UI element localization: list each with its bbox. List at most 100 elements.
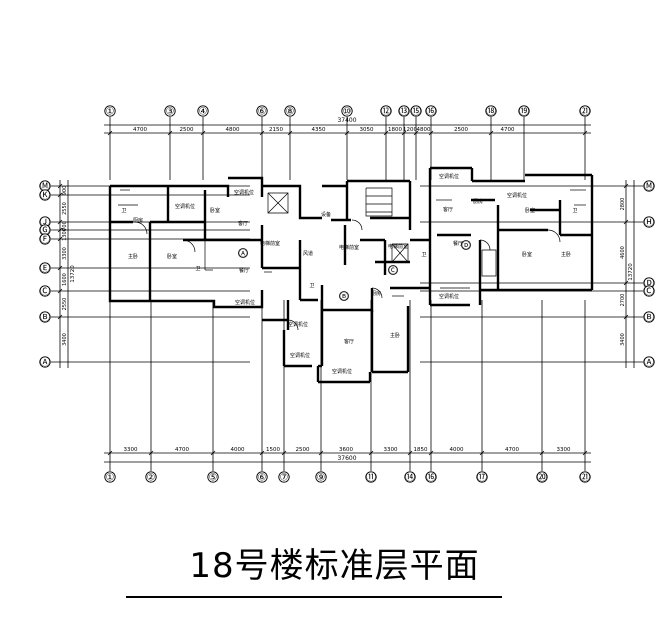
dim-top-seg-9: 4800 xyxy=(417,127,431,133)
room-labels: 主卧卧室卫卫厨房空调机位卧室空调机位客厅餐厅空调机位电梯前室风道设备电梯前室电梯… xyxy=(121,173,577,375)
room-label-bath: 卫 xyxy=(421,252,426,258)
dim-left-tick xyxy=(57,265,63,271)
unit-bubble-circle xyxy=(388,265,398,275)
door-swing xyxy=(134,221,148,235)
room-label-living: 客厅 xyxy=(238,220,248,227)
axis-left-1: Ⓜ xyxy=(40,181,50,193)
unit-bubble-3: Ⓒ xyxy=(389,266,397,275)
door-swing xyxy=(547,229,561,243)
room-label-bedroom: 卧室 xyxy=(167,253,177,260)
door-swing xyxy=(182,239,196,253)
dim-top-tick xyxy=(428,130,434,136)
axis-bottom-1: ① xyxy=(106,473,115,484)
room-label-elevator_hall: 电梯前室 xyxy=(388,243,408,250)
axis-left-9: Ⓐ xyxy=(40,357,50,369)
dim-top-seg-8: 1200 xyxy=(403,127,417,133)
axis-bottom-6-circle xyxy=(315,471,327,483)
fixture-line xyxy=(365,187,393,217)
dim-left-seg-1: 900 xyxy=(62,186,68,196)
room-label-aircon: 空调机位 xyxy=(288,321,308,328)
axis-right-2-circle xyxy=(643,216,655,228)
room-label-aircon: 空调机位 xyxy=(332,368,352,375)
dim-left-seg-8: 3400 xyxy=(62,333,68,346)
room-label-elevator_hall: 电梯前室 xyxy=(339,244,359,251)
dim-top-total: 37400 xyxy=(337,117,356,124)
axis-top-3: ④ xyxy=(199,107,208,118)
dim-bottom-seg-8: 1850 xyxy=(414,447,428,453)
axis-top-2-circle xyxy=(164,105,176,117)
axis-top-10-circle xyxy=(425,105,437,117)
dim-bottom-seg-3: 4000 xyxy=(231,447,245,453)
room-label-aircon: 空调机位 xyxy=(290,352,310,359)
axis-bottom-10: ⑰ xyxy=(477,472,487,484)
axis-left-6: Ⓔ xyxy=(40,263,50,275)
dim-right-total: 13720 xyxy=(628,263,634,281)
axis-top-7: ⑫ xyxy=(381,106,391,118)
dim-bottom-tick xyxy=(407,450,413,456)
dim-right-seg-2: 4600 xyxy=(620,246,626,259)
dim-right-seg-1: 2800 xyxy=(620,198,626,211)
axis-top-5-circle xyxy=(284,105,296,117)
room-label-elevator_hall: 电梯前室 xyxy=(260,240,280,247)
axis-top-8: ⑬ xyxy=(399,106,409,118)
axis-right-2: Ⓗ xyxy=(644,217,654,229)
axis-right-1-circle xyxy=(643,180,655,192)
room-label-bedroom: 卧室 xyxy=(210,207,220,214)
dim-bottom-seg-11: 3300 xyxy=(557,447,571,453)
unit-bubble-2: Ⓑ xyxy=(340,292,348,301)
axis-bottom-7: ⑪ xyxy=(366,472,376,484)
dim-bottom-tick xyxy=(259,450,265,456)
axis-top-2: ③ xyxy=(166,107,175,118)
walls xyxy=(108,166,594,384)
dim-bottom-tick xyxy=(107,450,113,456)
axis-left-6-circle xyxy=(39,262,51,274)
axis-bottom-8-circle xyxy=(404,471,416,483)
drawing-title: 18号楼标准层平面 xyxy=(189,546,480,586)
axis-top-12: ⑲ xyxy=(519,106,529,118)
axis-bottom-4-circle xyxy=(256,471,268,483)
dim-top-tick xyxy=(344,130,350,136)
door-swing xyxy=(479,239,491,251)
axis-bottom-6: ⑨ xyxy=(317,473,326,484)
axis-left-4: Ⓖ xyxy=(40,225,50,237)
axis-bottom-8: ⑭ xyxy=(405,472,415,484)
axis-left-2-circle xyxy=(39,189,51,201)
axis-top-13: ㉑ xyxy=(580,106,590,118)
axis-left-9-circle xyxy=(39,356,51,368)
wall-segment xyxy=(228,176,264,197)
axis-top-9: ⑮ xyxy=(411,106,421,118)
axis-top-10: ⑯ xyxy=(426,106,436,118)
unit-bubble-circle xyxy=(461,240,471,250)
dim-right-seg-3: 2700 xyxy=(620,294,626,307)
axis-top-3-circle xyxy=(197,105,209,117)
dim-left-tick xyxy=(57,227,63,233)
dim-bottom-tick xyxy=(318,450,324,456)
dim-bottom-seg-6: 3600 xyxy=(339,447,353,453)
axis-right-6: Ⓐ xyxy=(644,357,654,369)
fixture-line xyxy=(481,249,497,277)
axis-right-1: Ⓜ xyxy=(644,181,654,193)
axis-top-1: ① xyxy=(106,107,115,118)
axis-right-4: Ⓒ xyxy=(644,286,654,298)
axis-bottom-11: ⑳ xyxy=(537,472,547,484)
dim-top-tick xyxy=(582,130,588,136)
room-label-master_bedroom: 主卧 xyxy=(561,251,571,258)
room-label-aircon: 空调机位 xyxy=(439,293,459,300)
title-underline xyxy=(126,596,502,598)
dim-left-tick xyxy=(57,219,63,225)
axis-bottom-11-circle xyxy=(536,471,548,483)
dim-top-tick xyxy=(107,130,113,136)
axis-top-5: ⑧ xyxy=(286,107,295,118)
room-label-bedroom: 卧室 xyxy=(522,251,532,258)
axis-bottom-3: ⑤ xyxy=(209,473,218,484)
axis-right-4-circle xyxy=(643,285,655,297)
door-swing xyxy=(371,287,383,299)
axis-left-7: Ⓒ xyxy=(40,286,50,298)
room-label-dining: 餐厅 xyxy=(239,267,249,274)
dim-top-seg-11: 4700 xyxy=(501,127,515,133)
axis-bottom-2-circle xyxy=(145,471,157,483)
room-label-kitchen: 厨房 xyxy=(133,217,143,224)
room-label-bath: 卫 xyxy=(195,266,200,272)
room-label-aircon: 空调机位 xyxy=(507,192,527,199)
axis-right-5-circle xyxy=(643,311,655,323)
